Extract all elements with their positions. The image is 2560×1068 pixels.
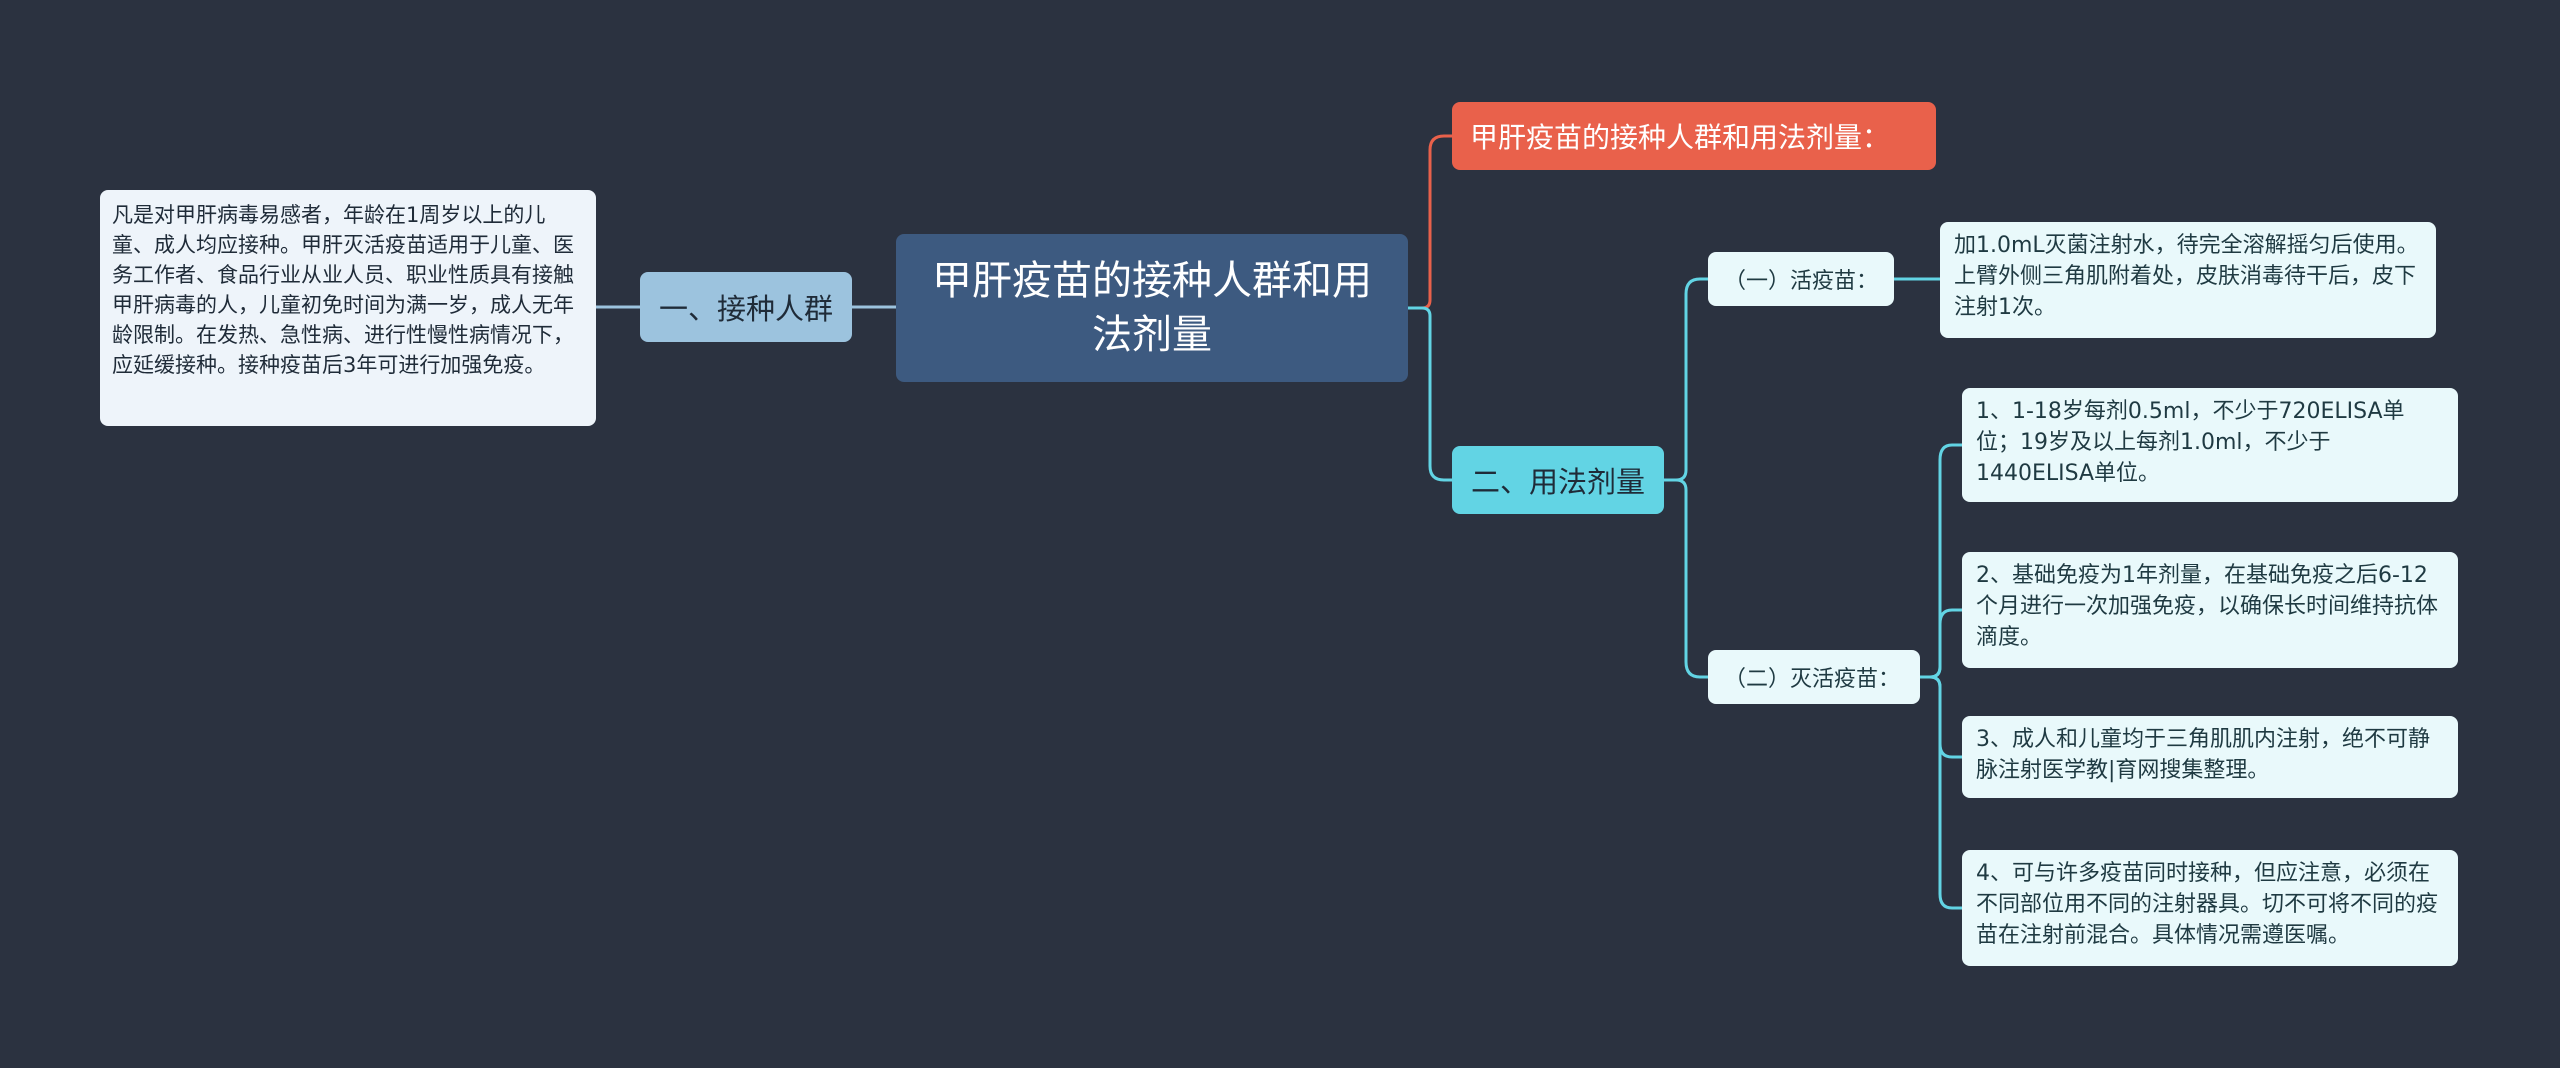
connector-dosage-to-inactivated — [1664, 478, 1708, 679]
inactivated-item-2-text: 2、基础免疫为1年剂量，在基础免疫之后6-12个月进行一次加强免疫，以确保长时间… — [1976, 563, 2439, 650]
inactivated-item-1[interactable]: 1、1-18岁每剂0.5ml，不少于720ELISA单位；19岁及以上每剂1.0… — [1962, 388, 2458, 502]
inactivated-vaccine-node[interactable]: （二）灭活疫苗： — [1708, 650, 1920, 704]
dosage-branch[interactable]: 二、用法剂量 — [1452, 446, 1664, 514]
inactivated-vaccine-label: （二）灭活疫苗： — [1724, 667, 1901, 692]
live-vaccine-label: （一）活疫苗： — [1724, 269, 1879, 294]
live-vaccine-node[interactable]: （一）活疫苗： — [1708, 252, 1894, 306]
root-topic[interactable]: 甲肝疫苗的接种人群和用法剂量 — [896, 234, 1408, 382]
inactivated-item-4-text: 4、可与许多疫苗同时接种，但应注意，必须在不同部位用不同的注射器具。切不可将不同… — [1976, 861, 2439, 948]
connector-inactivated-to-item4 — [1920, 675, 1962, 910]
population-detail-text: 凡是对甲肝病毒易感者，年龄在1周岁以上的儿童、成人均应接种。甲肝灭活疫苗适用于儿… — [112, 203, 574, 377]
population-branch-label: 一、接种人群 — [658, 292, 833, 326]
dosage-branch-label: 二、用法剂量 — [1470, 465, 1645, 499]
connector-dosage-to-live — [1664, 277, 1708, 482]
inactivated-item-3[interactable]: 3、成人和儿童均于三角肌肌内注射，绝不可静脉注射医学教|育网搜集整理。 — [1962, 716, 2458, 798]
usage-title-label: 甲肝疫苗的接种人群和用法剂量： — [1470, 121, 1891, 154]
root-topic-label: 甲肝疫苗的接种人群和用法剂量 — [932, 258, 1372, 358]
population-detail[interactable]: 凡是对甲肝病毒易感者，年龄在1周岁以上的儿童、成人均应接种。甲肝灭活疫苗适用于儿… — [100, 190, 596, 426]
usage-title-branch[interactable]: 甲肝疫苗的接种人群和用法剂量： — [1452, 102, 1936, 170]
inactivated-item-3-text: 3、成人和儿童均于三角肌肌内注射，绝不可静脉注射医学教|育网搜集整理。 — [1976, 727, 2430, 783]
live-vaccine-detail-text: 加1.0mL灭菌注射水，待完全溶解摇匀后使用。上臂外侧三角肌附着处，皮肤消毒待干… — [1954, 233, 2419, 320]
connector-root-to-usage-title — [1408, 134, 1452, 310]
connector-inactivated-to-item2 — [1920, 608, 1962, 679]
inactivated-item-1-text: 1、1-18岁每剂0.5ml，不少于720ELISA单位；19岁及以上每剂1.0… — [1976, 399, 2405, 486]
inactivated-item-2[interactable]: 2、基础免疫为1年剂量，在基础免疫之后6-12个月进行一次加强免疫，以确保长时间… — [1962, 552, 2458, 668]
connector-root-to-dosage — [1408, 306, 1452, 482]
inactivated-item-4[interactable]: 4、可与许多疫苗同时接种，但应注意，必须在不同部位用不同的注射器具。切不可将不同… — [1962, 850, 2458, 966]
population-branch[interactable]: 一、接种人群 — [640, 272, 852, 342]
live-vaccine-detail[interactable]: 加1.0mL灭菌注射水，待完全溶解摇匀后使用。上臂外侧三角肌附着处，皮肤消毒待干… — [1940, 222, 2436, 338]
